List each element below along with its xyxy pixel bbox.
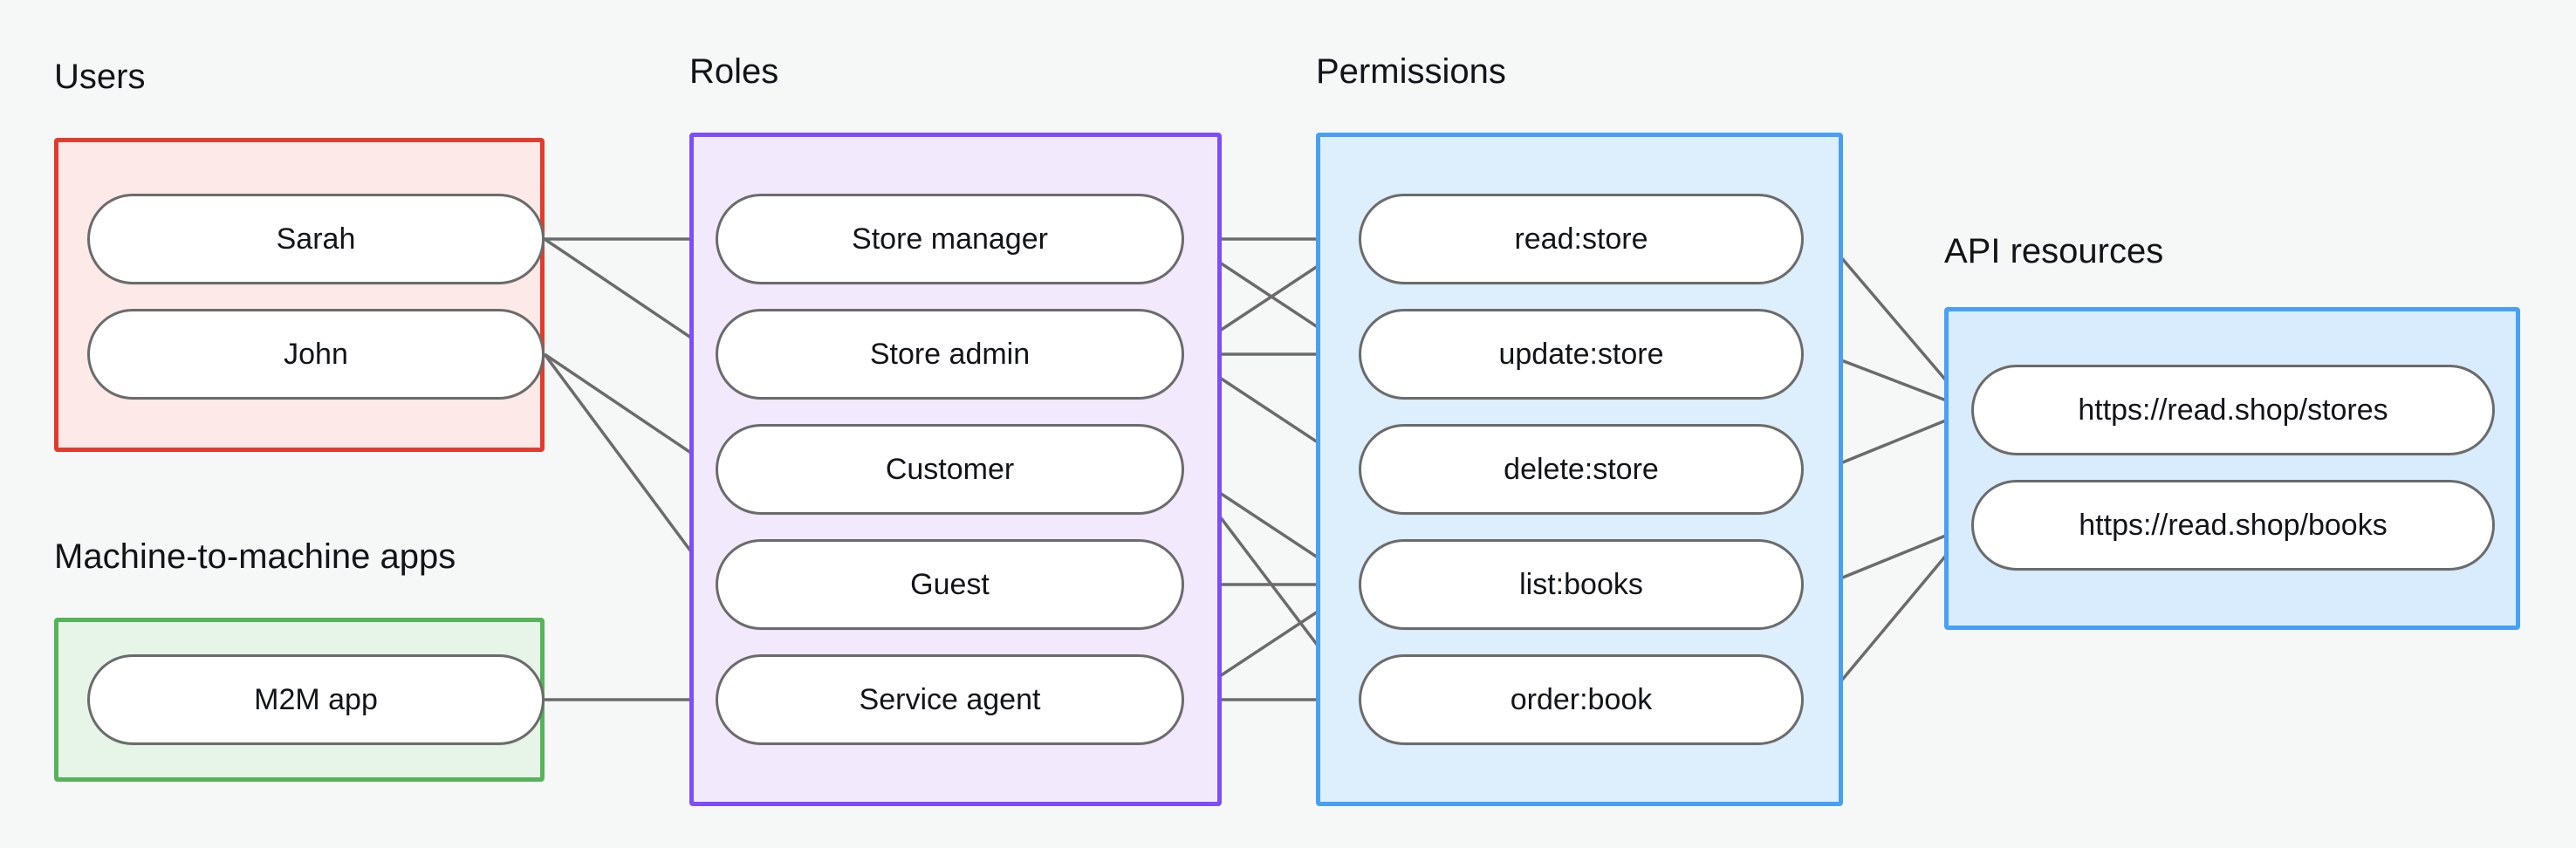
node-label: https://read.shop/books bbox=[2079, 508, 2388, 542]
node-permission-delete-store[interactable]: delete:store bbox=[1359, 424, 1804, 515]
node-permission-update-store[interactable]: update:store bbox=[1359, 309, 1804, 400]
node-label: read:store bbox=[1514, 222, 1648, 256]
node-role-guest[interactable]: Guest bbox=[716, 539, 1184, 630]
node-label: update:store bbox=[1498, 337, 1664, 371]
node-role-store-admin[interactable]: Store admin bbox=[716, 309, 1184, 400]
node-label: https://read.shop/stores bbox=[2078, 393, 2388, 427]
node-role-store-manager[interactable]: Store manager bbox=[716, 194, 1184, 284]
node-label: Store manager bbox=[852, 222, 1048, 256]
node-label: Sarah bbox=[276, 222, 356, 256]
node-label: Guest bbox=[910, 567, 990, 601]
group-title-roles: Roles bbox=[689, 52, 779, 91]
node-api-resource-stores[interactable]: https://read.shop/stores bbox=[1971, 365, 2495, 455]
node-label: Customer bbox=[885, 452, 1015, 486]
node-label: John bbox=[284, 337, 348, 371]
node-label: order:book bbox=[1510, 682, 1653, 716]
group-title-m2m: Machine-to-machine apps bbox=[54, 537, 456, 576]
node-role-service-agent[interactable]: Service agent bbox=[716, 654, 1184, 745]
node-permission-order-book[interactable]: order:book bbox=[1359, 654, 1804, 745]
node-label: Store admin bbox=[869, 337, 1031, 371]
group-box-users bbox=[54, 138, 545, 452]
group-title-users: Users bbox=[54, 58, 146, 96]
node-permission-read-store[interactable]: read:store bbox=[1359, 194, 1804, 284]
node-label: delete:store bbox=[1504, 452, 1659, 486]
node-label: Service agent bbox=[859, 682, 1041, 716]
node-m2m-app[interactable]: M2M app bbox=[87, 654, 545, 745]
group-box-api-resources bbox=[1944, 307, 2520, 630]
node-user-john[interactable]: John bbox=[87, 309, 545, 400]
node-user-sarah[interactable]: Sarah bbox=[87, 194, 545, 284]
node-label: M2M app bbox=[254, 682, 378, 716]
group-title-api-resources: API resources bbox=[1944, 232, 2164, 270]
node-role-customer[interactable]: Customer bbox=[716, 424, 1184, 515]
node-api-resource-books[interactable]: https://read.shop/books bbox=[1971, 480, 2495, 571]
node-permission-list-books[interactable]: list:books bbox=[1359, 539, 1804, 630]
group-title-permissions: Permissions bbox=[1316, 52, 1506, 91]
node-label: list:books bbox=[1519, 567, 1643, 601]
